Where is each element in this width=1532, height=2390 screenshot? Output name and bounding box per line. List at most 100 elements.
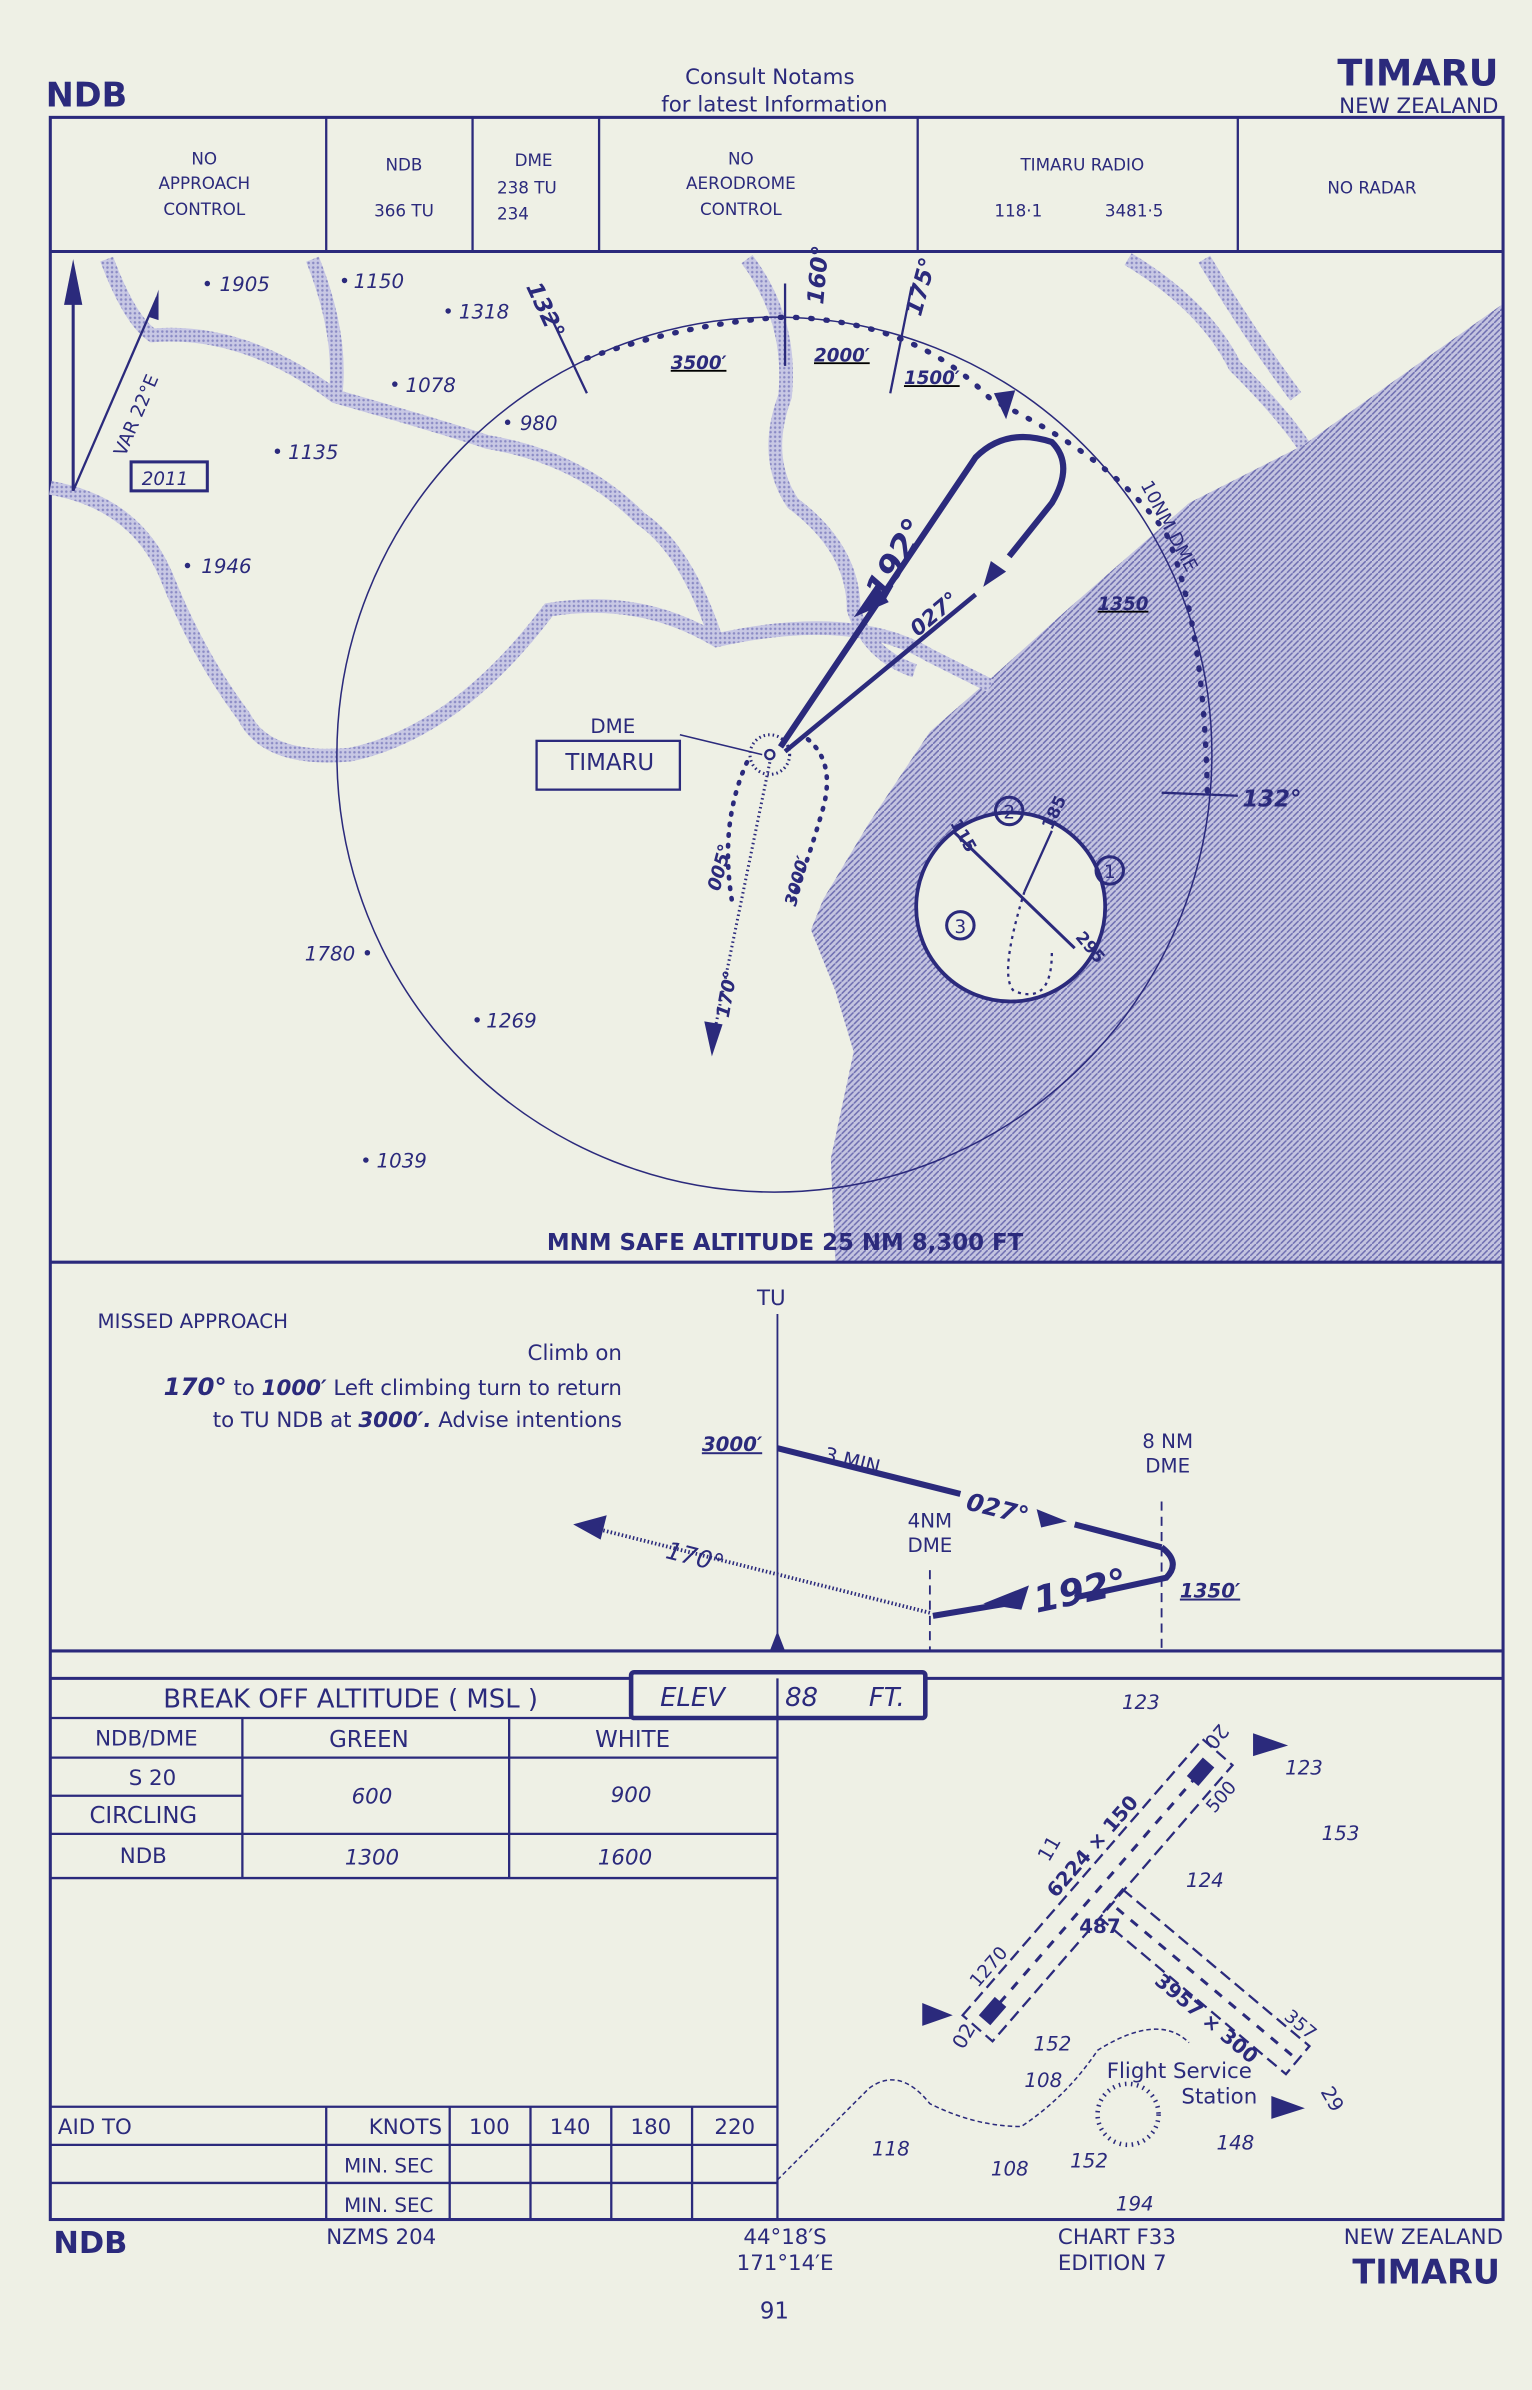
footer-procedure: NDB	[53, 2226, 127, 2261]
elevation-value: 88	[785, 1683, 818, 1713]
obstacle-height: 194	[1116, 2192, 1154, 2215]
outbound-track	[783, 592, 978, 754]
spot-height: 1946	[201, 555, 251, 578]
fss-label: Flight Service	[1107, 2059, 1252, 2084]
spot-height: 1039	[377, 1150, 427, 1173]
profile-outbound: 027°	[963, 1487, 1031, 1530]
comms-cell: 3481·5	[1105, 200, 1164, 220]
comms-cell: NO	[191, 149, 217, 169]
radial-label: 132°	[520, 278, 569, 343]
map-ref: NZMS 204	[326, 2225, 436, 2250]
arc-altitude: 1350	[1098, 594, 1149, 615]
minima-table: BREAK OFF ALTITUDE ( MSL ) ELEV 88 FT. N…	[50, 1669, 928, 2220]
row-label: NDB	[120, 1844, 167, 1869]
spot-heights: 1905 1150 1318 1078 980 1135 1946 1780 1…	[184, 270, 558, 1173]
north-arrowhead-icon	[64, 259, 83, 305]
profile-missed: 170°	[663, 1536, 727, 1578]
minima-value: 600	[352, 1784, 393, 1809]
reversal-course: 005°	[704, 842, 737, 893]
col-header: WHITE	[595, 1727, 670, 1753]
comms-cell: DME	[515, 150, 553, 170]
chart-number: CHART F33	[1058, 2225, 1176, 2250]
runway-displaced: 500	[1202, 1777, 1241, 1817]
coastline	[776, 2028, 1190, 2181]
missed-text: 1000′	[262, 1376, 327, 1401]
unit-label: MIN. SEC	[344, 2154, 433, 2177]
speed-header: 220	[714, 2115, 755, 2140]
obstacle-height: 123	[1122, 1691, 1160, 1714]
arc-altitude: 1500′	[904, 368, 960, 389]
runway-end: 11	[1033, 1832, 1066, 1865]
col-header: GREEN	[329, 1727, 409, 1753]
missed-arrow-icon	[704, 1021, 723, 1057]
arc-entry-line	[1161, 791, 1238, 797]
latitude: 44°18′S	[743, 2225, 826, 2250]
profile-inbound: 192°	[1030, 1560, 1132, 1622]
elevation-label: ELEV	[660, 1683, 727, 1713]
outbound-arrow-icon	[983, 560, 1007, 587]
footer: NDB NZMS 204 44°18′S 171°14′E CHART F33 …	[53, 2225, 1503, 2325]
reversal-altitude: 3000′	[780, 853, 813, 908]
footer-country: NEW ZEALAND	[1344, 2225, 1503, 2250]
comms-cell: NO	[728, 149, 754, 169]
missed-text: 3000′.	[358, 1408, 431, 1433]
obstacle-height: 152	[1070, 2150, 1108, 2173]
inbound-profile	[932, 1544, 1176, 1619]
knots-label: KNOTS	[369, 2115, 442, 2140]
elevation-unit: FT.	[869, 1683, 905, 1713]
notice-line-2: for latest Information	[661, 92, 887, 117]
comms-row: NO APPROACH CONTROL NDB 366 TU DME 238 T…	[158, 149, 1416, 224]
sector-number: 1	[1104, 862, 1116, 883]
obstacle-height: 153	[1322, 1822, 1360, 1845]
mag-arrowhead-icon	[149, 289, 159, 321]
runway-end: 29	[1316, 2082, 1349, 2115]
aerodrome-diagram: 6224 × 150 1270 500 02 20 3957 × 300 357…	[776, 1691, 1360, 2215]
speed-header: 180	[631, 2115, 672, 2140]
aid-label: AID TO	[58, 2115, 132, 2140]
minima-value: 900	[611, 1783, 652, 1808]
turn-altitude: 1350′	[1180, 1580, 1241, 1603]
fix-label: TU	[756, 1286, 786, 1311]
minima-value: 1300	[345, 1845, 399, 1870]
comms-cell: 118·1	[994, 200, 1042, 220]
obstacle-height: 118	[872, 2138, 910, 2161]
outbound-arrow-icon	[1036, 1509, 1068, 1528]
footer-airport: TIMARU	[1352, 2253, 1500, 2292]
edition: EDITION 7	[1058, 2251, 1167, 2276]
comms-cell: NO RADAR	[1327, 178, 1417, 198]
reversal-track	[790, 737, 830, 902]
station-type: DME	[590, 715, 635, 738]
obstacle-height: 108	[991, 2157, 1029, 2180]
missed-profile	[597, 1527, 931, 1615]
longitude: 171°14′E	[737, 2251, 834, 2276]
missed-text: to	[233, 1376, 254, 1401]
procedure-title: NDB	[46, 76, 127, 115]
msa-circle	[336, 316, 1213, 1193]
arc-altitudes: 3500′ 2000′ 1500′ 1350	[671, 345, 1149, 614]
arc-entry-label: 132°	[1242, 786, 1301, 812]
outbound-profile	[776, 1445, 1163, 1551]
airport-title: TIMARU	[1337, 51, 1498, 94]
runway-11-29: 3957 × 300 357	[1097, 1887, 1320, 2076]
row-label: S 20	[129, 1766, 176, 1791]
spot-height: 1078	[405, 374, 455, 397]
unit-label: MIN. SEC	[344, 2194, 433, 2217]
plan-view: VAR 22°E 2011 1905 1150 1318 1078 980 11…	[49, 244, 1502, 1263]
obstacle-height: 124	[1186, 1869, 1224, 1892]
radial-175-line	[889, 286, 913, 394]
ndb-center-icon	[764, 748, 776, 761]
comms-dividers	[325, 117, 1239, 252]
ndb-icon[interactable]	[748, 733, 792, 776]
profile-view: MISSED APPROACH Climb on 170° to 1000′ L…	[98, 1286, 1241, 1651]
fss-label: Station	[1181, 2085, 1257, 2110]
col-header: NDB/DME	[95, 1726, 197, 1751]
comms-cell: CONTROL	[700, 199, 782, 219]
spot-height: 1905	[220, 273, 270, 296]
obstacle-height: 108	[1024, 2069, 1062, 2092]
msa-label: MNM SAFE ALTITUDE 25 NM 8,300 FT	[547, 1230, 1024, 1256]
spot-height: 1150	[354, 270, 404, 293]
radial-132-line	[547, 312, 588, 394]
missed-text: Climb on	[528, 1341, 622, 1366]
spot-height: 1135	[288, 441, 338, 464]
